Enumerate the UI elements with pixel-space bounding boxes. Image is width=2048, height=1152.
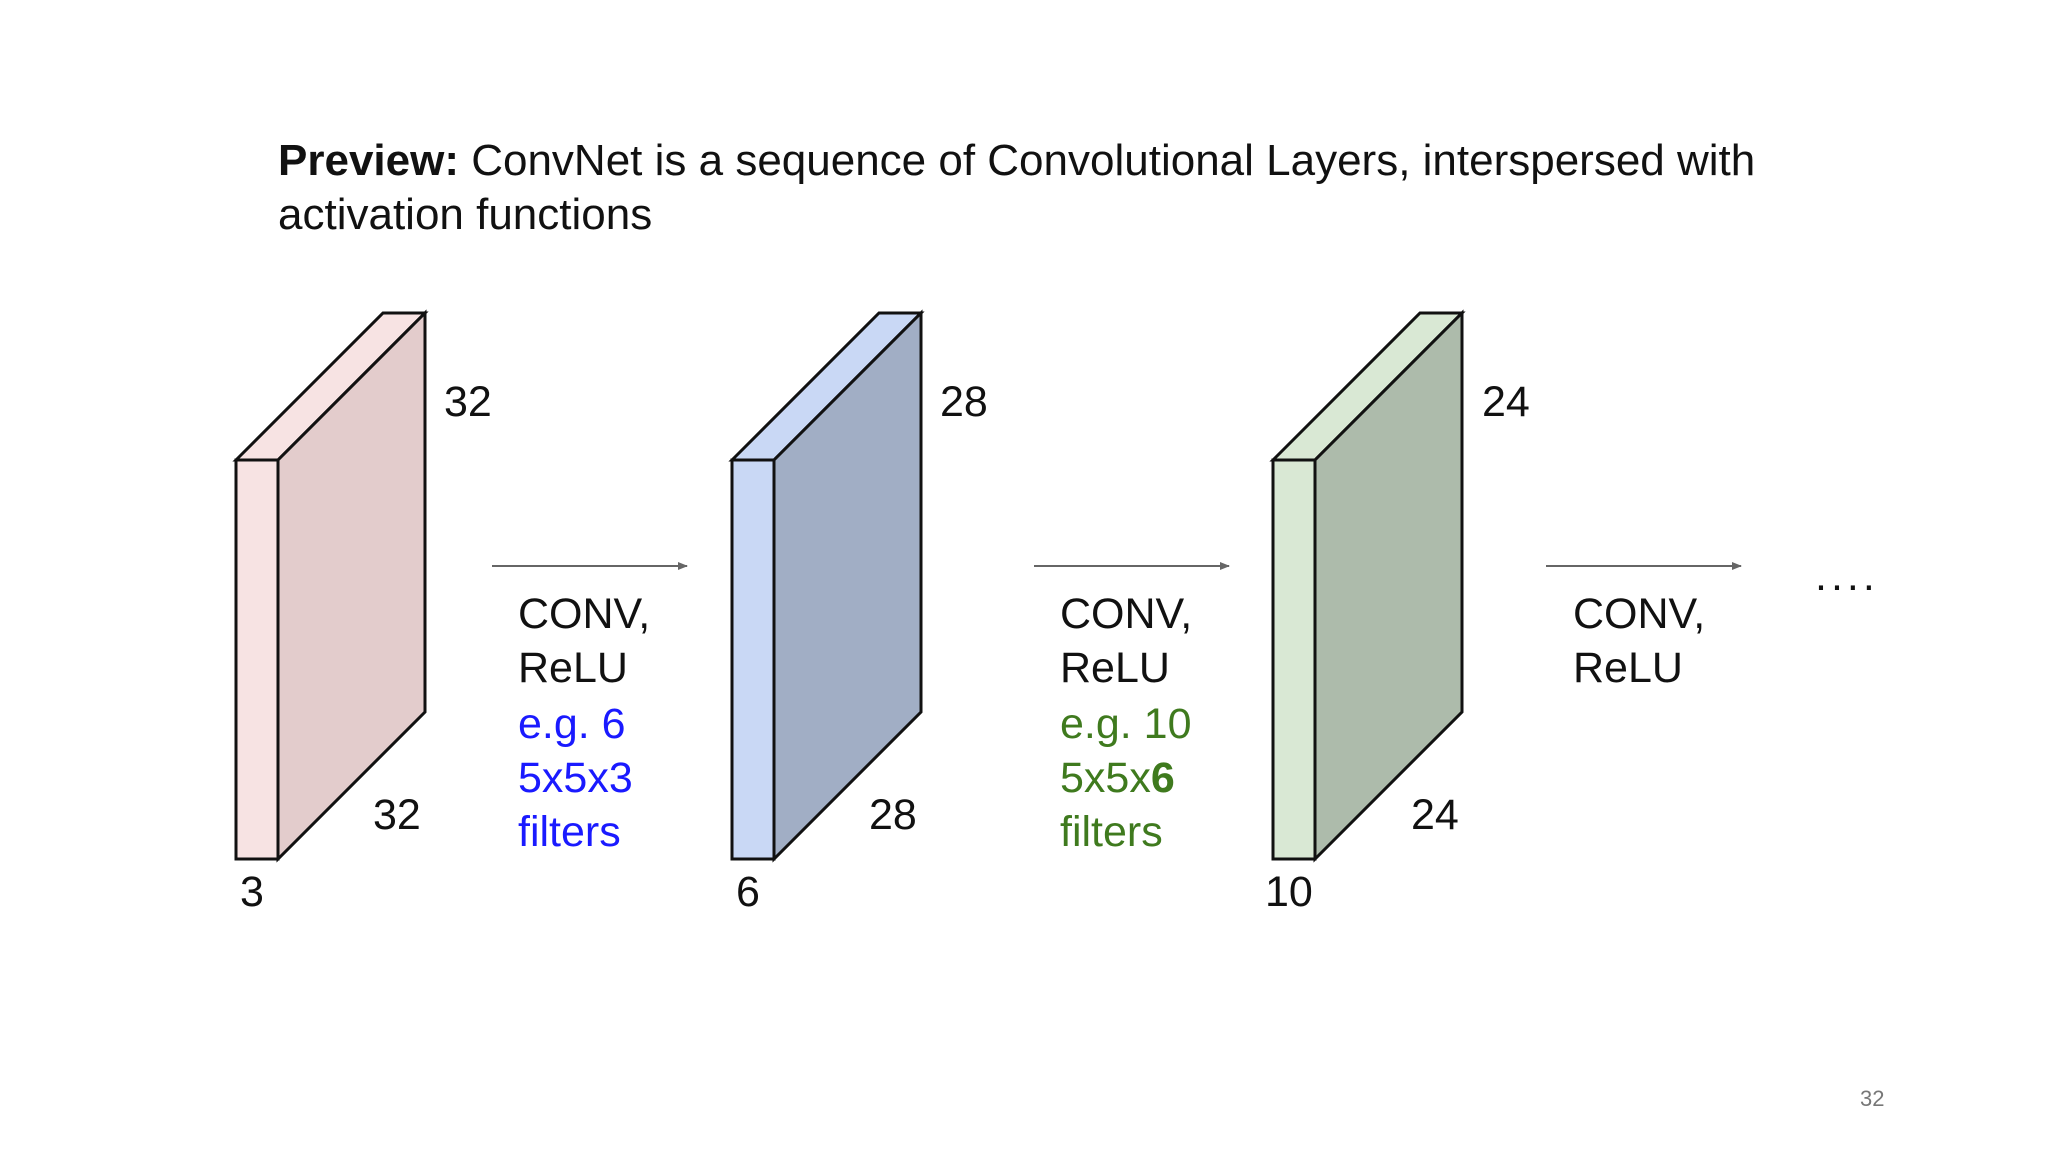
operation-2-filter-prefix: 5x5x xyxy=(1060,754,1151,802)
operation-1-filters-word: filters xyxy=(518,808,621,856)
volume-layer2-depth-label: 10 xyxy=(1265,868,1313,916)
volume-input-front xyxy=(234,458,280,861)
operation-2-example: e.g. 10 xyxy=(1060,700,1192,748)
operation-2-line1: CONV, xyxy=(1060,590,1192,638)
title-rest: ConvNet is a sequence of Convolutional L… xyxy=(278,136,1756,239)
slide-title: Preview: ConvNet is a sequence of Convol… xyxy=(278,134,1838,242)
operation-1: CONV, ReLU e.g. 6 5x5x3 filters xyxy=(518,590,650,856)
volume-layer1: 28 28 6 xyxy=(728,309,988,916)
volume-layer1-front xyxy=(730,458,776,861)
volume-layer2-width-label: 24 xyxy=(1411,791,1459,839)
volume-input: 32 32 3 xyxy=(232,309,492,916)
operation-1-filter-size: 5x5x3 xyxy=(518,754,633,802)
operation-3-line1: CONV, xyxy=(1573,590,1705,638)
operation-2-filter-bold: 6 xyxy=(1151,754,1175,802)
volume-layer2-height-label: 24 xyxy=(1482,378,1530,426)
volume-input-height-label: 32 xyxy=(444,378,492,426)
page-number: 32 xyxy=(1860,1086,1885,1111)
volume-input-depth-label: 3 xyxy=(240,868,264,916)
ellipsis: .... xyxy=(1815,552,1879,600)
volume-layer2-front xyxy=(1271,458,1317,861)
operation-1-line1: CONV, xyxy=(518,590,650,638)
operation-1-example: e.g. 6 xyxy=(518,700,626,748)
operation-2-line2: ReLU xyxy=(1060,644,1170,692)
volume-layer1-height-label: 28 xyxy=(940,378,988,426)
operation-1-line2: ReLU xyxy=(518,644,628,692)
operation-2-filter-size: 5x5x6 xyxy=(1060,754,1175,802)
volume-layer1-width-label: 28 xyxy=(869,791,917,839)
operation-2-filters-word: filters xyxy=(1060,808,1163,856)
operation-3: CONV, ReLU xyxy=(1573,590,1705,692)
volume-input-width-label: 32 xyxy=(373,791,421,839)
operation-1-filter-prefix: 5x5x3 xyxy=(518,754,633,802)
volume-layer2: 24 24 10 xyxy=(1265,309,1530,916)
volume-layer1-depth-label: 6 xyxy=(736,868,760,916)
operation-3-line2: ReLU xyxy=(1573,644,1683,692)
operation-2: CONV, ReLU e.g. 10 5x5x6 filters xyxy=(1060,590,1192,856)
title-bold: Preview: xyxy=(278,136,459,185)
